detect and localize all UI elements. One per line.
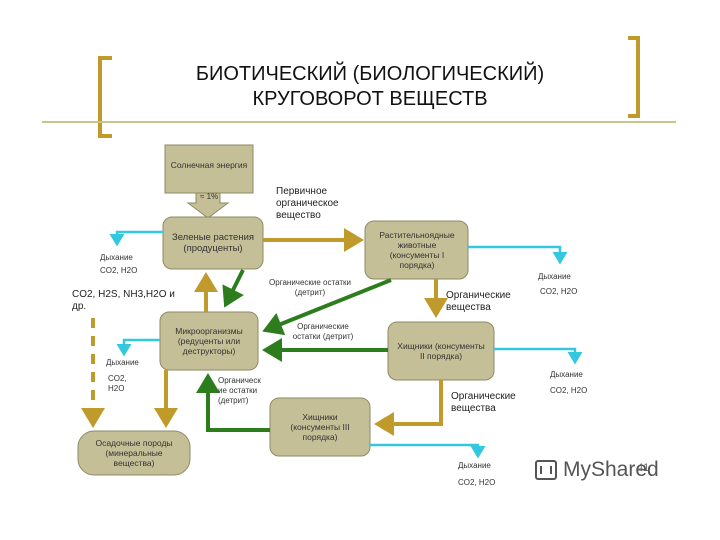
organic-matter-label-2: Органические вещества bbox=[451, 391, 516, 414]
primary-organic-label: Первичное органическое вещество bbox=[276, 186, 339, 221]
respiration-label-2: Дыхание bbox=[538, 272, 571, 281]
right-bracket bbox=[628, 36, 640, 118]
slide-title: БИОТИЧЕСКИЙ (БИОЛОГИЧЕСКИЙ) КРУГОВОРОТ В… bbox=[120, 62, 620, 112]
arrow-respiration-predators2 bbox=[494, 347, 583, 365]
herbivores-box bbox=[364, 220, 469, 280]
co2-h2o-label-4: CO2, H2O bbox=[550, 386, 588, 395]
page-number: 41 bbox=[637, 462, 650, 474]
title-line-2: КРУГОВОРОТ ВЕЩЕСТВ bbox=[252, 88, 488, 110]
solar-arrow bbox=[186, 192, 230, 219]
arrow-respiration-producers bbox=[109, 230, 163, 247]
organic-remains-label-2: Органические остатки (детрит) bbox=[292, 322, 354, 341]
predators3-box bbox=[269, 397, 371, 457]
sediments-text: Осадочные породы (минеральные вещества) bbox=[95, 438, 173, 468]
arrow-respiration-predators3 bbox=[370, 443, 486, 459]
solar-energy-box bbox=[164, 144, 254, 194]
logo-text: MyShared bbox=[563, 458, 659, 481]
arrow-predators2-to-predators3 bbox=[374, 380, 443, 436]
producers-box bbox=[162, 216, 264, 270]
myshared-logo: MyShared bbox=[535, 458, 659, 482]
arrow-respiration-micro bbox=[116, 338, 160, 357]
organic-remains-label-1: Органические остатки (детрит) bbox=[269, 278, 351, 297]
presentation-icon bbox=[535, 460, 557, 480]
sediments-box bbox=[77, 430, 191, 476]
left-bracket bbox=[98, 56, 112, 138]
arrow-herbivores-to-micro bbox=[262, 278, 392, 336]
predators2-text: Хищники (консументы II порядка) bbox=[397, 341, 485, 361]
organic-remains-label-3: Органические остатки (детрит) bbox=[218, 376, 261, 405]
one-percent-label: ≈ 1% bbox=[200, 192, 219, 201]
microorganisms-text: Микроорганизмы (редуценты или деструктор… bbox=[175, 326, 243, 356]
predators3-text: Хищники (консументы III порядка) bbox=[290, 412, 350, 442]
respiration-label-4: Дыхание bbox=[550, 370, 583, 379]
respiration-label-1: Дыхание bbox=[100, 253, 133, 262]
arrow-respiration-herbivores bbox=[468, 245, 568, 265]
respiration-label-5: Дыхание bbox=[458, 461, 491, 470]
arrow-predators3-to-micro bbox=[196, 373, 270, 432]
title-line-1: БИОТИЧЕСКИЙ (БИОЛОГИЧЕСКИЙ) bbox=[195, 63, 545, 85]
co2-h2o-label-3: CO2, H2O bbox=[108, 374, 127, 393]
herbivores-text: Растительноядные животные (консументы I … bbox=[379, 230, 455, 270]
co2-h2o-label-5: CO2, H2O bbox=[458, 478, 496, 487]
organic-matter-label-1: Органические вещества bbox=[446, 290, 511, 313]
gases-label: CO2, H2S, NH3,H2O и др. bbox=[72, 289, 175, 312]
respiration-label-3: Дыхание bbox=[106, 358, 139, 367]
solar-energy-text: Солнечная энергия bbox=[170, 160, 248, 170]
producers-text: Зеленые растения (продуценты) bbox=[171, 232, 255, 254]
arrow-producers-to-micro bbox=[222, 269, 245, 308]
co2-h2o-label-1: CO2, H2O bbox=[100, 266, 138, 275]
co2-h2o-label-2: CO2, H2O bbox=[540, 287, 578, 296]
